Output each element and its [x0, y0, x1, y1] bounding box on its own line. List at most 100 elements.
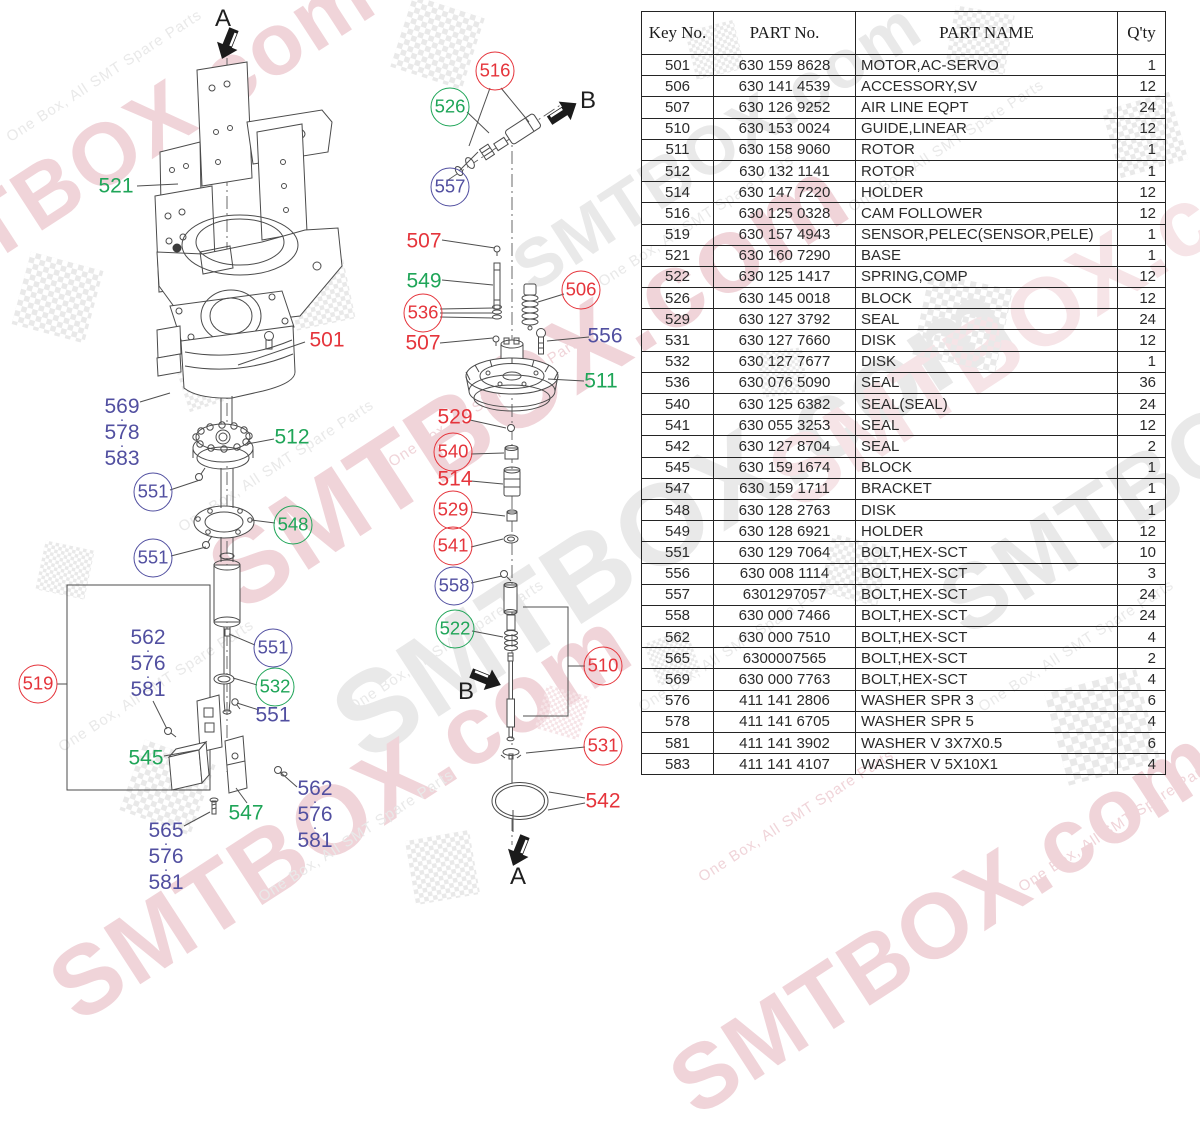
- callout-581: 581: [148, 871, 184, 894]
- callout-556: 556: [587, 324, 623, 348]
- table-header-row: Key No. PART No. PART NAME Q'ty: [641, 11, 1166, 55]
- stack-dot: ·: [119, 411, 125, 428]
- key-no-cell: 545: [641, 456, 714, 479]
- callout-558: 558: [434, 566, 474, 606]
- key-no-cell: 532: [641, 350, 714, 373]
- callout-545: 545: [128, 746, 164, 770]
- callout-stack-565-576-581: 565·576·581: [148, 820, 184, 894]
- part-name-cell: MOTOR,AC-SERVO: [855, 53, 1118, 77]
- part-no-cell: 630 127 7660: [713, 329, 856, 352]
- part-name-cell: WASHER SPR 3: [855, 689, 1118, 712]
- key-no-cell: 583: [641, 753, 714, 776]
- qty-cell: 1: [1117, 244, 1166, 267]
- part-no-cell: 630 158 9060: [713, 138, 856, 161]
- motor-part: [156, 289, 296, 399]
- part-name-cell: DISK: [855, 329, 1118, 352]
- callout-519: 519: [18, 664, 58, 704]
- part-name-cell: SENSOR,PELEC(SENSOR,PELE): [855, 223, 1118, 246]
- shaft-stack-parts: [500, 424, 521, 582]
- key-no-cell: 510: [641, 117, 714, 140]
- qty-cell: 4: [1117, 710, 1166, 734]
- qty-cell: 12: [1117, 117, 1166, 140]
- callout-512: 512: [274, 425, 310, 449]
- part-no-cell: 630 000 7763: [713, 668, 856, 691]
- qty-cell: 1: [1117, 498, 1166, 522]
- callout-532: 532: [255, 667, 295, 707]
- part-name-cell: ROTOR: [855, 138, 1118, 161]
- col-header-part-name: PART NAME: [855, 11, 1118, 55]
- callout-522: 522: [435, 609, 475, 649]
- screw-569-part: [264, 331, 274, 350]
- qty-cell: 12: [1117, 287, 1166, 310]
- part-name-cell: BOLT,HEX-SCT: [855, 541, 1118, 564]
- part-name-cell: WASHER SPR 5: [855, 710, 1118, 734]
- key-no-cell: 514: [641, 181, 714, 204]
- spring-506-part: [521, 283, 539, 331]
- key-no-cell: 549: [641, 520, 714, 543]
- part-no-cell: 630 000 7510: [713, 626, 856, 649]
- col-header-qty: Q'ty: [1117, 11, 1166, 55]
- key-no-cell: 551: [641, 541, 714, 564]
- stack-dot: ·: [163, 861, 169, 878]
- qty-cell: 12: [1117, 265, 1166, 289]
- key-no-cell: 548: [641, 498, 714, 522]
- part-no-cell: 630 157 4943: [713, 223, 856, 246]
- part-name-cell: BLOCK: [855, 287, 1118, 310]
- qty-cell: 24: [1117, 96, 1166, 119]
- part-no-cell: 630 159 1674: [713, 456, 856, 479]
- callout-507: 507: [406, 229, 442, 253]
- qty-cell: 2: [1117, 435, 1166, 458]
- cam-follower-part: [454, 113, 541, 177]
- part-name-cell: BOLT,HEX-SCT: [855, 604, 1118, 628]
- callout-562: 562: [130, 626, 166, 649]
- view-label-A: A: [509, 863, 527, 890]
- stack-dot: ·: [163, 835, 169, 852]
- part-no-cell: 630 141 4539: [713, 75, 856, 98]
- key-no-cell: 541: [641, 414, 714, 437]
- qty-cell: 12: [1117, 181, 1166, 204]
- ring-542-part: [491, 760, 549, 832]
- part-name-cell: BOLT,HEX-SCT: [855, 562, 1118, 585]
- part-no-cell: 630 055 3253: [713, 414, 856, 437]
- callout-526: 526: [430, 87, 470, 127]
- qty-cell: 24: [1117, 392, 1166, 416]
- callout-536: 536: [403, 293, 443, 333]
- part-no-cell: 630 127 3792: [713, 308, 856, 331]
- key-no-cell: 511: [641, 138, 714, 161]
- qty-cell: 1: [1117, 53, 1166, 77]
- part-name-cell: SEAL: [855, 435, 1118, 458]
- lower-shaft-parts: [500, 582, 522, 760]
- middle-assembly-art: [447, 103, 563, 845]
- arrow-b-top: [546, 101, 577, 125]
- key-no-cell: 501: [641, 53, 714, 77]
- part-no-cell: 630 153 0024: [713, 117, 856, 140]
- part-name-cell: AIR LINE EQPT: [855, 96, 1118, 119]
- key-no-cell: 506: [641, 75, 714, 98]
- part-no-cell: 630 129 7064: [713, 541, 856, 564]
- part-name-cell: SPRING,COMP: [855, 265, 1118, 289]
- callout-541: 541: [433, 526, 473, 566]
- rod-and-seals: [492, 245, 502, 346]
- rotor-gear-part: [192, 421, 254, 470]
- qty-cell: 2: [1117, 647, 1166, 670]
- key-no-cell: 531: [641, 329, 714, 352]
- callout-507: 507: [405, 331, 441, 355]
- shaft-part: [213, 396, 241, 715]
- key-no-cell: 507: [641, 96, 714, 119]
- callout-506: 506: [561, 270, 601, 310]
- part-name-cell: BOLT,HEX-SCT: [855, 647, 1118, 670]
- qty-cell: 36: [1117, 371, 1166, 395]
